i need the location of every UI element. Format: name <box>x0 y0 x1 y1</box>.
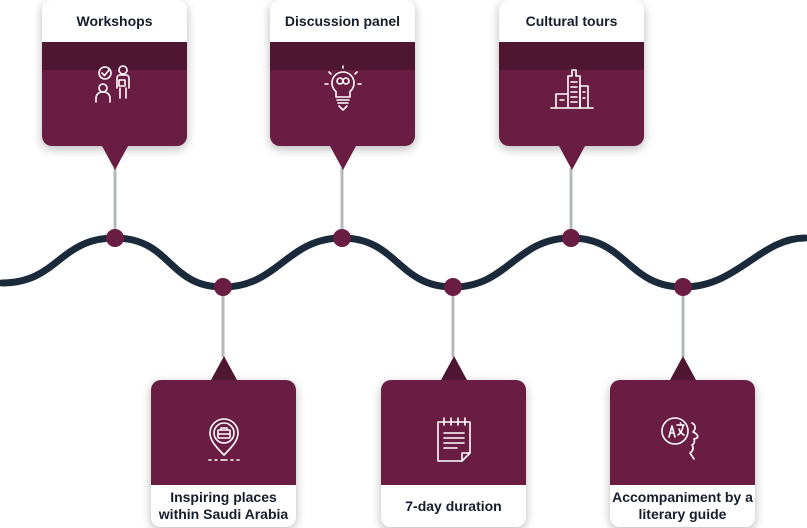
card-pointer <box>558 146 585 170</box>
card-pointer <box>329 146 356 170</box>
node-workshops <box>106 229 124 247</box>
card-cultural-tours: Cultural tours <box>499 0 644 170</box>
card-workshops: Workshops <box>42 0 187 170</box>
card-label: Cultural tours <box>525 12 618 29</box>
node-inspiring-places <box>214 278 232 296</box>
lightbulb-idea-icon <box>323 65 362 111</box>
wave-line <box>0 234 807 291</box>
card-literary-guide: Accompaniment by a literary guide <box>610 356 755 527</box>
card-label: Accompaniment by a literary guide <box>612 489 753 522</box>
card-pointer <box>210 356 237 380</box>
card-duration: 7-day duration <box>381 356 526 527</box>
card-label: Workshops <box>76 12 153 29</box>
node-duration <box>444 278 462 296</box>
card-label: Discussion panel <box>284 12 401 29</box>
node-cultural-tours <box>562 229 580 247</box>
notepad-calendar-icon <box>436 417 471 462</box>
card-pointer <box>101 146 128 170</box>
node-literary-guide <box>674 278 692 296</box>
card-discussion-panel: Discussion panel <box>270 0 415 170</box>
card-label: 7-day duration <box>405 497 502 514</box>
city-buildings-icon <box>549 69 594 109</box>
card-inspiring-places: Inspiring places within Saudi Arabia <box>151 356 296 527</box>
node-discussion-panel <box>333 229 351 247</box>
card-pointer <box>440 356 467 380</box>
location-pin-briefcase-icon <box>207 418 240 461</box>
card-label: Inspiring places within Saudi Arabia <box>158 489 289 522</box>
card-pointer <box>669 356 696 380</box>
translation-speech-icon <box>660 417 698 460</box>
workshop-people-icon <box>94 65 130 103</box>
